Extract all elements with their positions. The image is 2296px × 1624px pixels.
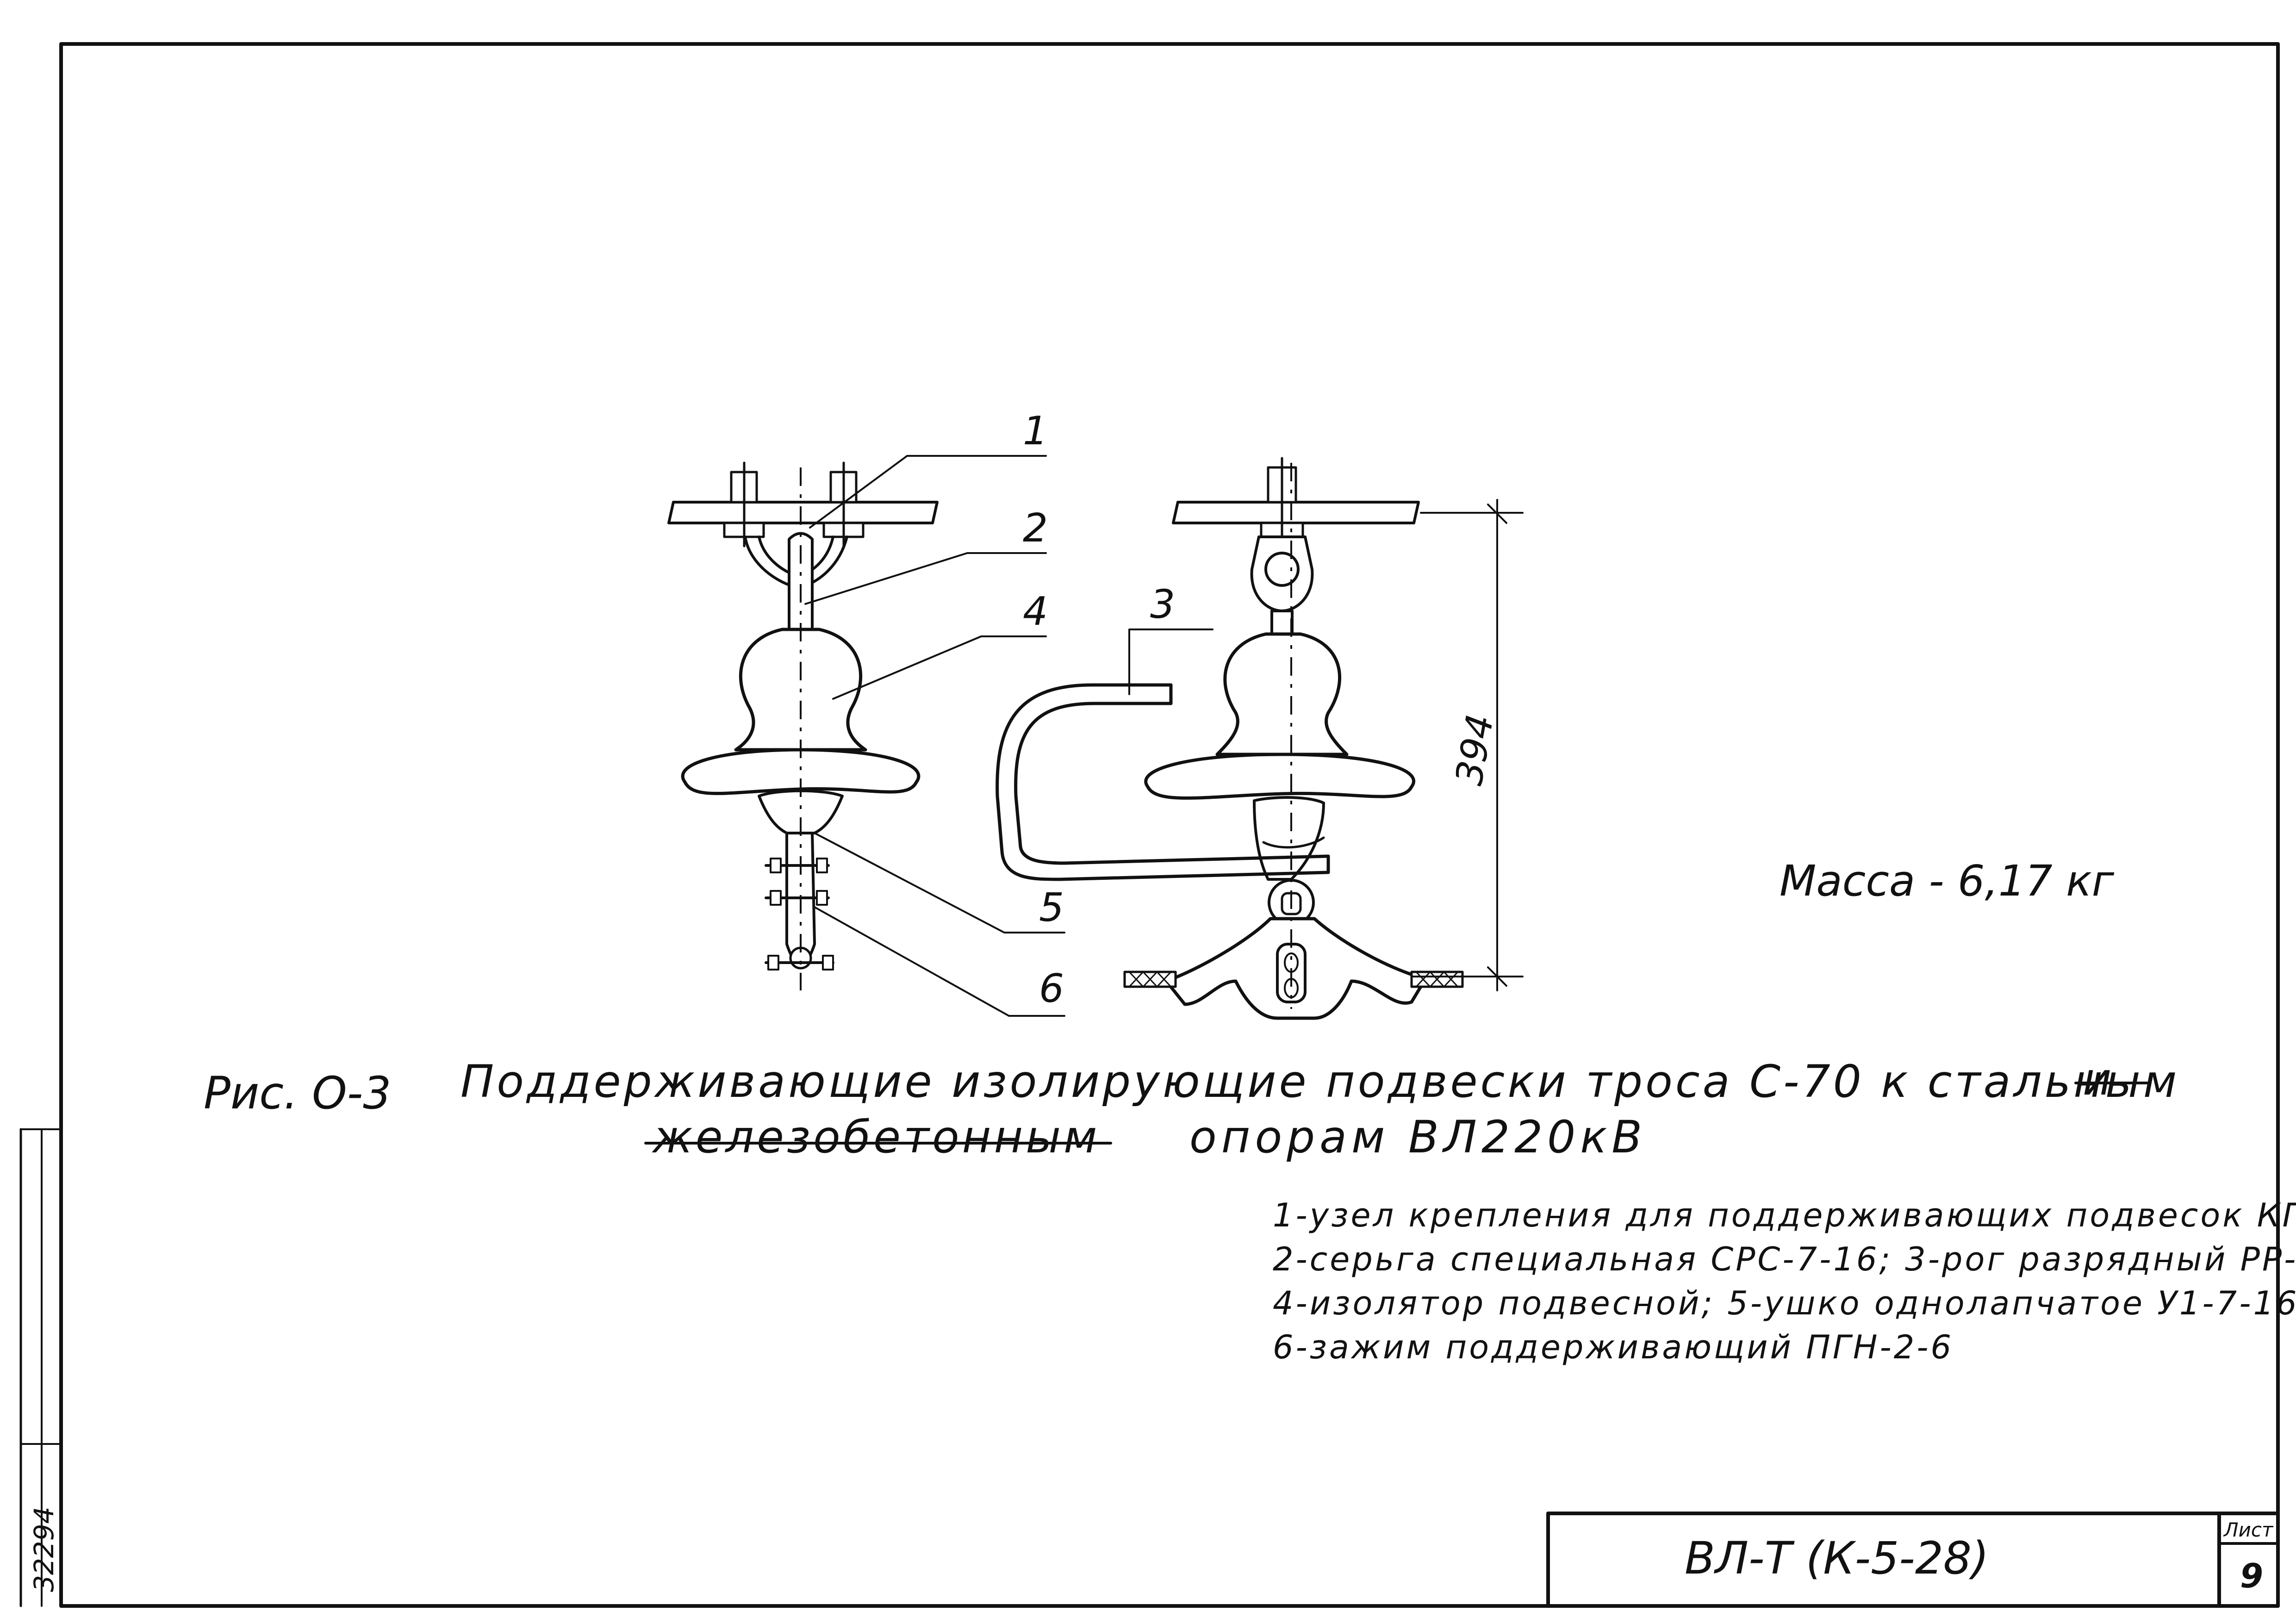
callout-1: 1 xyxy=(1023,408,1048,454)
title-block: ВЛ-Т (К-5-28) Лист 9 xyxy=(1546,1512,2280,1608)
caption-line2-end: опорам ВЛ220кВ xyxy=(1189,1111,1647,1163)
insulator-cap-side xyxy=(1215,632,1349,756)
callout-2: 2 xyxy=(1023,505,1048,551)
insulator-disc-front xyxy=(681,748,921,795)
sheet-number: 9 xyxy=(2240,1556,2263,1595)
caption-struck-conj: и xyxy=(2083,1053,2111,1105)
caption-struck-word: железобетонным xyxy=(652,1111,1100,1163)
legend-item-1: 1-узел крепления для поддерживающих подв… xyxy=(1273,1196,2296,1234)
doc-code: ВЛ-Т (К-5-28) xyxy=(1685,1532,1989,1584)
suspension-front-view: 1 2 4 5 6 xyxy=(667,408,1065,1017)
callout-3: 3 xyxy=(1150,582,1175,628)
sheet-frame xyxy=(59,42,2280,1608)
sheet-label: Лист xyxy=(2223,1518,2274,1541)
caption-line1: Поддерживающие изолирующие подвески трос… xyxy=(460,1056,2179,1108)
figure-caption: Рис. О-3 Поддерживающие изолирующие подв… xyxy=(204,1053,2179,1163)
arcing-horn xyxy=(996,683,1330,881)
caption-prefix: Рис. О-3 xyxy=(204,1067,391,1119)
callout-5: 5 xyxy=(1039,885,1064,931)
callout-6: 6 xyxy=(1039,966,1064,1012)
legend: 1-узел крепления для поддерживающих подв… xyxy=(1273,1196,2296,1366)
mounting-plate-front xyxy=(667,501,939,524)
suspension-side-view: 3 394 xyxy=(996,457,1524,1020)
insulator-disc-side xyxy=(1144,753,1416,800)
legend-item-2: 2-серьга специальная СРС-7-16; 3-рог раз… xyxy=(1273,1240,2296,1278)
mounting-plate-side xyxy=(1172,501,1420,524)
margin-stamp: 32294 xyxy=(19,1128,62,1607)
legend-item-3: 4-изолятор подвесной; 5-ушко однолапчато… xyxy=(1273,1284,2296,1322)
legend-item-4: 6-зажим поддерживающий ПГН-2-6 xyxy=(1273,1328,1954,1366)
dimension-394: 394 xyxy=(1411,499,1524,991)
inventory-number: 32294 xyxy=(28,1506,60,1592)
callout-4: 4 xyxy=(1023,589,1048,635)
mass-label: Масса - 6,17 кг xyxy=(1780,856,2115,906)
dimension-label: 394 xyxy=(1447,711,1502,789)
clevis-rod-front xyxy=(788,532,814,631)
